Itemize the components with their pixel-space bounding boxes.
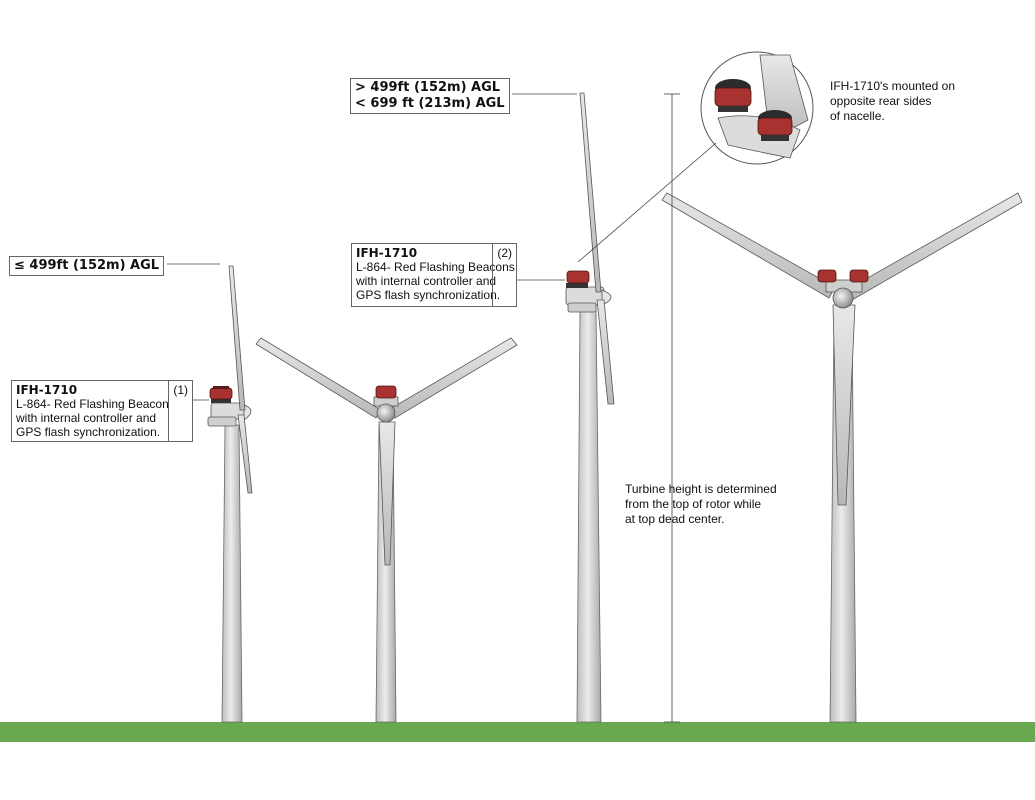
callout-line: with internal controller and [16,411,157,425]
height-label-text: ≤ 499ft (152m) AGL [14,258,160,273]
callout-title: IFH-1710 [16,383,78,397]
height-label-max-499: ≤ 499ft (152m) AGL [9,256,165,276]
callout-line: GPS flash synchronization. [356,288,501,302]
beacon-icon [566,270,590,288]
height-note: Turbine height is determined from the to… [625,482,777,527]
beacon-icon [375,385,397,399]
callout-line: with internal controller and [356,274,497,288]
callout-line: L-864- Red Flashing Beacon [16,397,169,411]
turbine-1-side [207,265,253,723]
blade-down [237,414,253,494]
note-line: from the top of rotor while [625,497,762,511]
leader-lines [167,93,717,723]
blade-up [228,265,246,411]
hub [376,403,396,423]
beacon-callout-1: IFH-1710 L-864- Red Flashing Beacon with… [11,380,193,442]
blade-down [378,421,396,566]
height-label-line-1: > 499ft (152m) AGL [355,80,501,95]
turbine-4-front [661,192,1023,723]
beacon-icon [209,386,233,403]
blade-up [579,92,602,293]
blade-left [661,192,836,299]
callout-number: (2) [492,244,516,306]
blade-right [389,337,518,419]
beacon-icon [817,269,869,283]
ground [0,722,1035,742]
hub [832,287,854,309]
callout-title: IFH-1710 [356,246,418,260]
note-line: of nacelle. [830,109,885,123]
blade-down [596,299,615,405]
turbine-3-side [565,92,615,723]
note-line: Turbine height is determined [625,482,777,496]
detail-zoom [700,51,814,165]
turbine-2-front [255,337,518,723]
note-line: IFH-1710's mounted on [830,79,956,93]
note-line: at top dead center. [625,512,725,526]
beacon-callout-2: IFH-1710 L-864- Red Flashing Beacons wit… [351,243,517,307]
note-line: opposite rear sides [830,94,932,108]
blade-left [255,337,382,419]
tower [221,424,243,723]
callout-line: L-864- Red Flashing Beacons [356,260,515,274]
blade-right [847,192,1023,301]
callout-number: (1) [168,381,192,441]
mount-note: IFH-1710's mounted on opposite rear side… [830,79,955,124]
callout-line: GPS flash synchronization. [16,425,161,439]
height-label-499-699: > 499ft (152m) AGL < 699 ft (213m) AGL [350,78,510,114]
height-label-line-2: < 699 ft (213m) AGL [355,96,505,111]
